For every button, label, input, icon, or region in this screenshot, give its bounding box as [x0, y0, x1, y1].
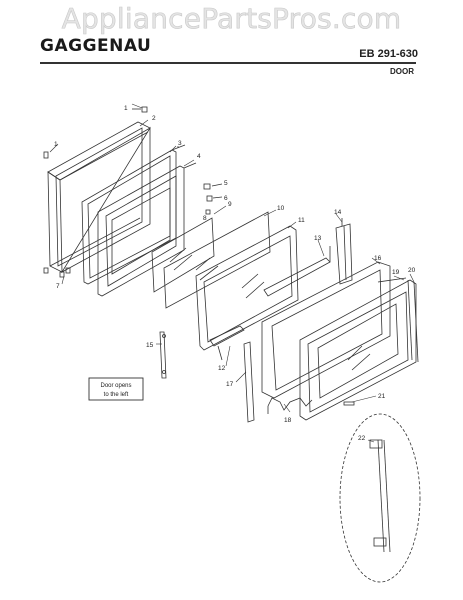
section-title: DOOR [390, 67, 414, 76]
part-9-glass [151, 217, 215, 293]
part-13-bar [263, 246, 331, 297]
callout-2: 2 [152, 115, 156, 122]
part-17-strip [243, 341, 255, 423]
callout-5: 5 [224, 180, 228, 187]
leader-lines [49, 103, 415, 443]
watermark: AppliancePartsPros.com [61, 2, 402, 36]
callout-14: 14 [334, 209, 342, 216]
part-18-profile [267, 397, 313, 414]
callout-19: 19 [392, 269, 400, 276]
part-22-handle [369, 439, 391, 553]
brand-logo: GAGGENAU [40, 36, 152, 56]
callout-1: 1 [124, 105, 128, 112]
callout-7: 7 [56, 283, 60, 290]
callout-18: 18 [284, 417, 292, 424]
callout-4: 4 [197, 153, 201, 160]
callout-15: 15 [146, 342, 154, 349]
callout-10: 10 [277, 205, 285, 212]
model-number: EB 291-630 [359, 48, 418, 60]
callout-17: 17 [226, 381, 234, 388]
note-box [88, 377, 144, 401]
clip-parts [203, 183, 223, 215]
callout-1-side: 1 [54, 141, 58, 148]
note-line-1: Door opens [100, 383, 131, 389]
callout-21: 21 [378, 393, 386, 400]
callout-20: 20 [408, 267, 416, 274]
part-14-strip [335, 218, 353, 285]
part-21-outer-panel [299, 279, 417, 421]
callout-22: 22 [358, 435, 366, 442]
part-12-bracket [209, 325, 245, 361]
callout-6: 6 [224, 195, 228, 202]
callout-13: 13 [314, 235, 322, 242]
callout-9: 9 [228, 201, 232, 208]
part-16-panel [261, 261, 391, 399]
callout-3: 3 [178, 140, 182, 147]
callout-11: 11 [298, 217, 305, 224]
callout-8: 8 [203, 215, 207, 222]
part-10-glass [163, 211, 271, 309]
note-line-2: to the left [104, 392, 129, 398]
part-2-door-frame [47, 121, 151, 274]
callout-16: 16 [374, 255, 382, 262]
part-1-screw [43, 106, 148, 274]
callout-12: 12 [218, 365, 226, 372]
part-15-rail [159, 331, 167, 379]
handle-detail-outline [339, 413, 421, 583]
part-11-glass-frame [195, 225, 299, 351]
callout-labels: 1 2 3 4 5 6 7 8 9 10 11 12 13 14 15 16 1… [54, 105, 416, 442]
header-rule [40, 62, 416, 64]
part-7-screws [59, 267, 71, 278]
